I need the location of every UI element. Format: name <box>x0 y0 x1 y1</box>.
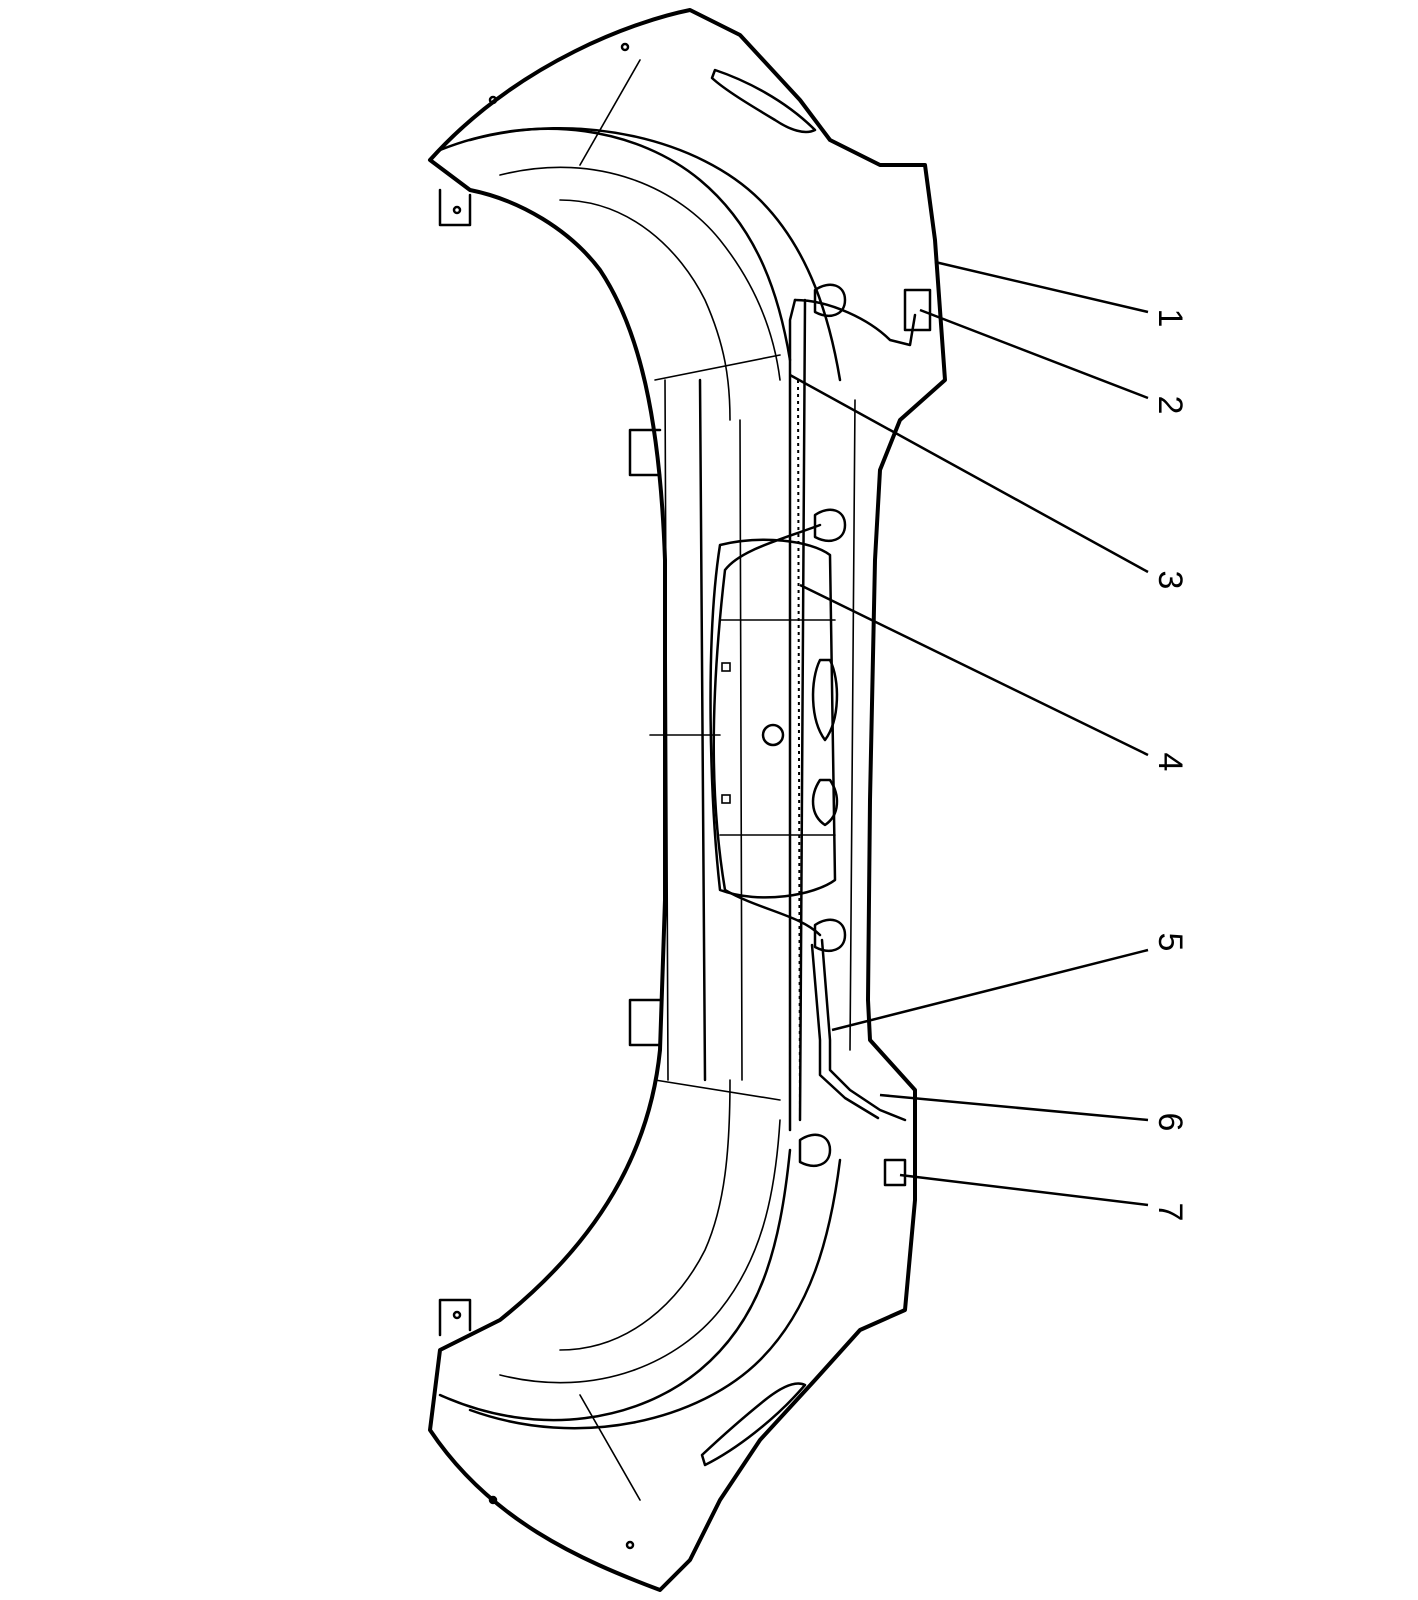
wiring-harness <box>712 283 917 1167</box>
leader-6 <box>879 1093 1149 1122</box>
harness-connector-mid-upper <box>813 508 847 542</box>
mount-tab-mid-upper <box>628 428 662 477</box>
contour-upper-3 <box>499 166 781 381</box>
callout-5: 5 <box>1151 933 1189 952</box>
harness-main-1 <box>788 298 797 1132</box>
screw-hole-4 <box>625 1540 635 1550</box>
leader-4 <box>799 583 1149 757</box>
section-line-3 <box>654 1079 781 1101</box>
harness-lower-branch-2 <box>810 943 880 1120</box>
lower-slot <box>700 1382 807 1467</box>
license-plate-inner <box>719 619 836 836</box>
plate-fastener-1 <box>721 662 731 672</box>
harness-coil <box>811 658 839 742</box>
harness-lower-branch <box>820 938 907 1122</box>
mount-hole-lower-left <box>452 1310 462 1320</box>
harness-connector-lower <box>798 1133 832 1167</box>
section-line-1 <box>654 354 781 381</box>
contour-upper-4 <box>559 199 731 421</box>
license-plate-recess <box>709 538 837 899</box>
callout-2: 2 <box>1151 396 1189 415</box>
screw-hole-3 <box>488 1495 498 1505</box>
leader-lines <box>789 260 1149 1207</box>
leader-2 <box>919 308 1149 400</box>
callout-3: 3 <box>1151 571 1189 590</box>
section-line-4 <box>579 59 641 166</box>
leader-3 <box>789 373 1149 574</box>
harness-coil-2 <box>811 778 839 827</box>
harness-loop-plate <box>712 523 822 937</box>
callout-6: 6 <box>1151 1113 1189 1132</box>
leader-7 <box>899 1173 1149 1207</box>
clip-lower-right <box>883 1158 907 1187</box>
panel-line-3 <box>739 419 743 1081</box>
screw-hole-1 <box>488 95 498 105</box>
mount-hole-upper-left <box>452 205 462 215</box>
callouts: 1 2 3 4 5 6 7 <box>1151 309 1189 1222</box>
screw-hole-2 <box>620 42 630 52</box>
callout-7: 7 <box>1151 1203 1189 1222</box>
leader-1 <box>934 260 1149 314</box>
mount-tab-upper-left <box>438 188 472 227</box>
mount-tab-mid-lower <box>628 998 662 1047</box>
contour-lower-3 <box>499 1119 781 1384</box>
bumper-fascia <box>428 8 947 1592</box>
license-plate-center-hole <box>761 723 785 747</box>
panel-line-2 <box>664 379 669 1081</box>
leader-5 <box>831 948 1149 1032</box>
panel-line-4 <box>849 399 856 1051</box>
harness-main-2 <box>798 298 807 1122</box>
fascia-outline <box>428 8 947 1592</box>
contour-lower-2 <box>468 1158 842 1430</box>
harness-upper-branch <box>793 298 917 347</box>
plate-fastener-2 <box>721 794 731 804</box>
panel-line-1 <box>698 378 707 1082</box>
callout-4: 4 <box>1151 753 1189 772</box>
contour-lower-1 <box>438 1148 792 1422</box>
harness-connector-upper <box>813 283 847 317</box>
callout-1: 1 <box>1151 309 1189 328</box>
upper-slot <box>710 68 817 134</box>
mount-tab-lower-left <box>438 1298 472 1337</box>
clip-upper-right <box>903 288 932 332</box>
section-line-5 <box>579 1394 641 1501</box>
contour-lower-4 <box>559 1079 731 1351</box>
